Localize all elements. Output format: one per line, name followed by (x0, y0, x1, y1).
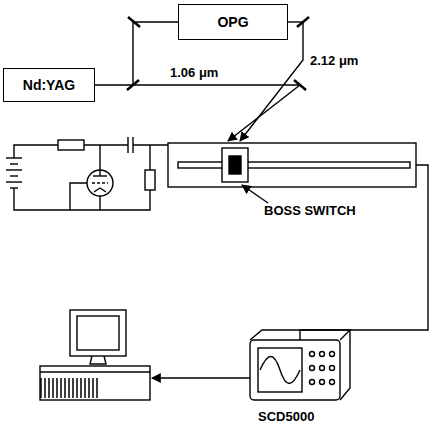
beam (288, 21, 303, 22)
boss-switch (222, 148, 248, 182)
beam (133, 84, 300, 85)
wire (14, 145, 58, 158)
transmission-line (178, 162, 410, 168)
component-box: OPG (178, 4, 288, 40)
wavelength-label: 1.06 μm (168, 66, 220, 80)
line-housing (168, 143, 416, 187)
wire (149, 145, 150, 170)
resistor-symbol (145, 170, 155, 190)
wavelength-label: 2.12 μm (308, 54, 360, 68)
laser-beam (95, 22, 178, 85)
leader-line (242, 185, 268, 203)
box-label: Nd:YAG (23, 77, 75, 93)
oscilloscope (250, 330, 350, 400)
capacitor-plate (127, 137, 128, 153)
signal-cable (300, 165, 428, 340)
component-box: Nd:YAG (3, 68, 95, 102)
resistor-symbol (58, 140, 84, 150)
battery-symbol (6, 158, 22, 194)
switch-crystal (229, 156, 241, 174)
part-label: BOSS SWITCH (262, 204, 358, 218)
wire (14, 190, 150, 210)
beam-1060nm (228, 85, 300, 141)
computer (40, 310, 150, 400)
box-label: OPG (217, 14, 248, 30)
wire (84, 144, 128, 145)
instrument-label: SCD5000 (256, 410, 316, 424)
data-link (152, 377, 250, 378)
triode-tube (70, 145, 113, 210)
